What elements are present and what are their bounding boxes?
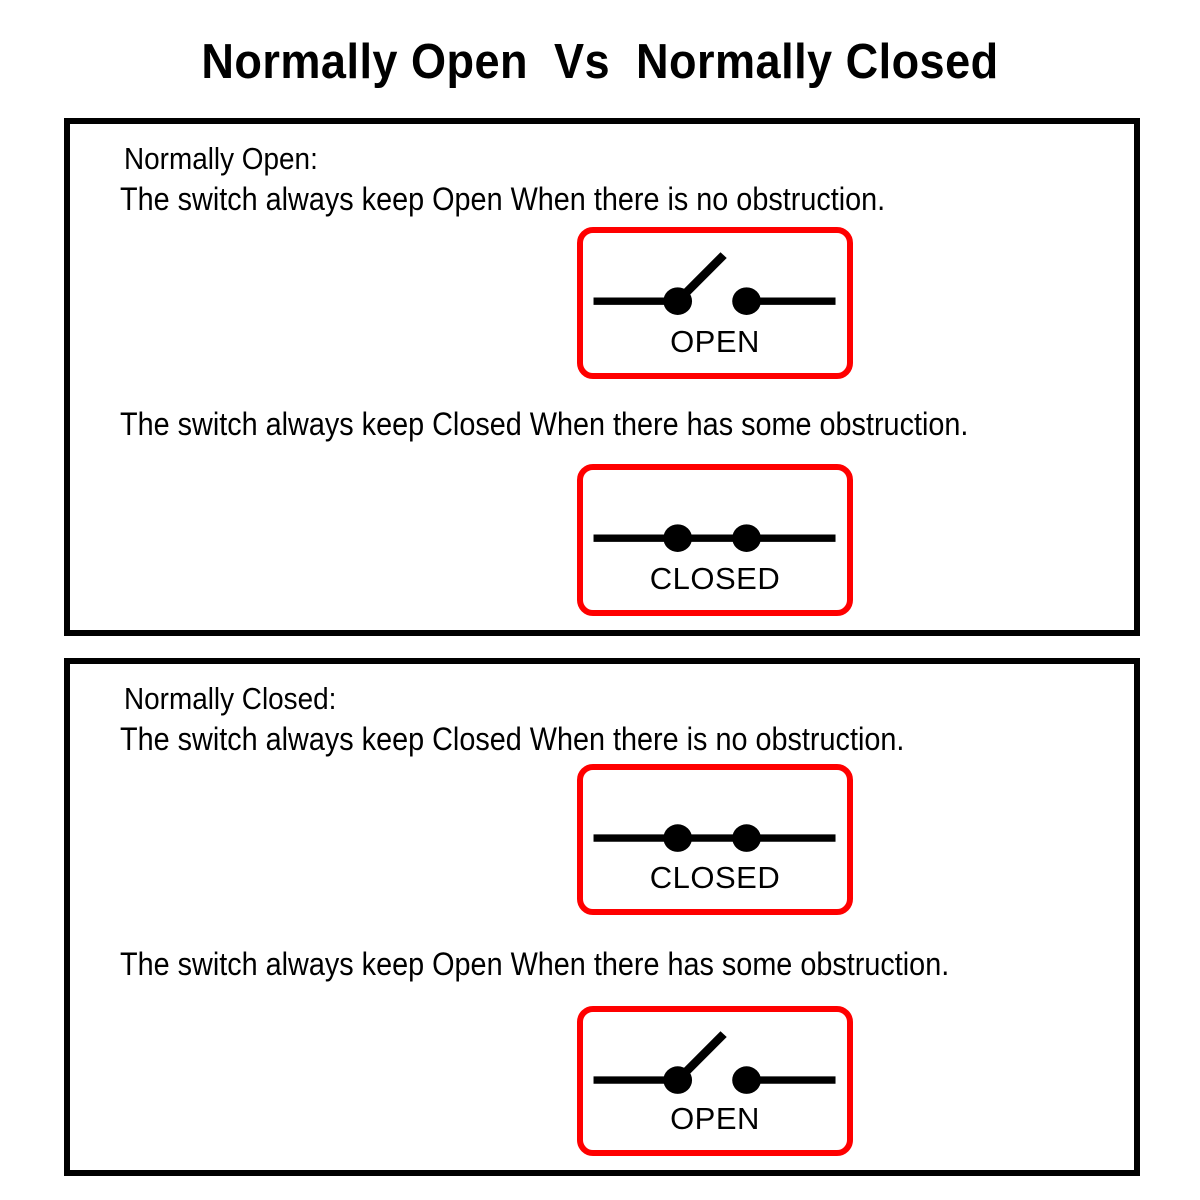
switch-symbol-closed-box: CLOSED <box>577 464 853 616</box>
switch-closed-icon <box>593 524 836 552</box>
page-title: Normally Open Vs Normally Closed <box>201 35 999 89</box>
panel-description-no-obstruction: The switch always keep Open When there i… <box>120 181 886 217</box>
switch-symbol-open-box: OPEN <box>577 227 853 379</box>
panel-description-some-obstruction: The switch always keep Closed When there… <box>120 406 969 442</box>
switch-symbol-closed-box: CLOSED <box>577 764 853 915</box>
panel-normally-open: Normally Open: The switch always keep Op… <box>64 118 1140 636</box>
panel-description-some-obstruction: The switch always keep Open When there h… <box>120 946 950 982</box>
switch-label-open: OPEN <box>670 324 760 359</box>
switch-symbol-open-box: OPEN <box>577 1006 853 1156</box>
switch-label-open: OPEN <box>670 1101 760 1136</box>
switch-closed-icon <box>593 824 836 852</box>
switch-label-closed: CLOSED <box>649 860 781 895</box>
switch-open-icon <box>593 1031 836 1094</box>
panel-normally-closed: Normally Closed: The switch always keep … <box>64 658 1140 1176</box>
switch-label-closed: CLOSED <box>649 561 781 596</box>
panel-heading-normally-open: Normally Open: <box>124 141 318 176</box>
panel-heading-normally-closed: Normally Closed: <box>124 681 337 716</box>
panel-description-no-obstruction: The switch always keep Closed When there… <box>120 721 905 757</box>
switch-open-icon <box>593 252 836 315</box>
